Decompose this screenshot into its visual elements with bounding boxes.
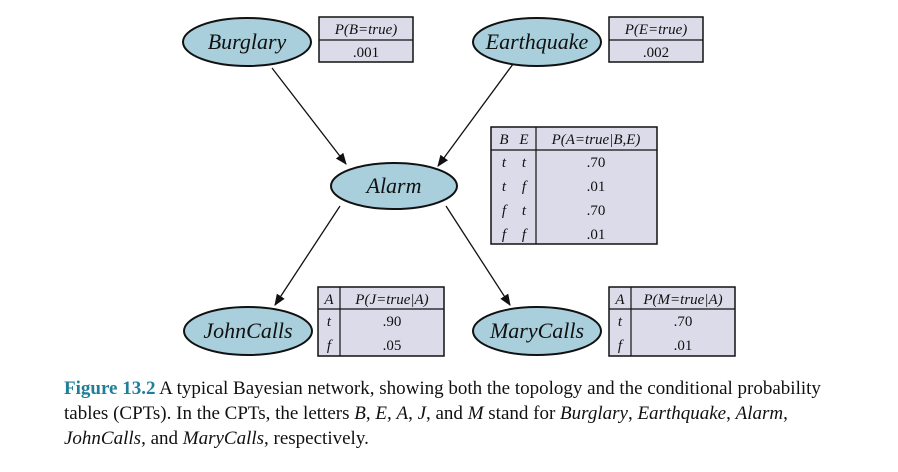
caption-segment: , respectively. [264,428,369,449]
cpt-johncalls-header-prob: P(J=true|A) [354,292,428,308]
caption-text: A typical Bayesian network, showing both… [64,378,821,449]
cpt-marycalls-cell: .01 [674,338,693,354]
cpt-alarm-cell: t [522,155,527,171]
caption-segment: B [354,403,366,424]
cpt-burglary-header: P(B=true) [334,22,398,38]
cpt-alarm-cell: .01 [587,227,606,243]
cpt-earthquake-value: .002 [643,45,669,61]
caption-segment: Alarm [735,403,784,424]
cpt-marycalls-header-a: A [614,292,625,308]
node-burglary-label: Burglary [208,29,287,54]
cpt-alarm-cell: f [502,203,508,219]
cpt-johncalls-cell: .90 [383,314,402,330]
cpt-johncalls: A P(J=true|A) t .90 f .05 [317,286,445,357]
cpt-alarm-cell: t [502,179,507,195]
node-earthquake: Earthquake [472,17,602,67]
caption-segment: J [417,403,426,424]
cpt-marycalls: A P(M=true|A) t .70 f .01 [608,286,736,357]
edge-alarm-marycalls [445,205,511,306]
cpt-johncalls-cell: t [327,314,332,330]
caption-segment: , [627,403,638,424]
node-johncalls: JohnCalls [183,306,313,356]
cpt-alarm-cell: .70 [587,155,606,171]
cpt-marycalls-cell: f [618,338,624,354]
cpt-alarm-header-e: E [518,132,528,148]
cpt-marycalls-cell: .70 [674,314,693,330]
caption-segment: JohnCalls [64,428,142,449]
cpt-earthquake-header: P(E=true) [624,22,688,38]
caption-segment: stand for [483,403,561,424]
figure-label: Figure 13.2 [64,378,156,399]
caption-segment: , [726,403,736,424]
caption-segment: A typical Bayesian network, showing both… [64,378,821,424]
cpt-johncalls-header-a: A [323,292,334,308]
cpt-earthquake: P(E=true) .002 [608,16,704,63]
cpt-johncalls-cell: .05 [383,338,402,354]
node-marycalls: MaryCalls [472,306,602,356]
node-alarm-label: Alarm [365,173,422,198]
cpt-marycalls-header-prob: P(M=true|A) [642,292,722,308]
caption-segment: Burglary [560,403,628,424]
caption-segment: , and [426,403,468,424]
cpt-alarm-cell: f [522,227,528,243]
cpt-alarm-cell: .70 [587,203,606,219]
cpt-alarm-header-b: B [499,132,508,148]
caption-segment: M [467,403,484,424]
cpt-alarm: B E P(A=true|B,E) t t .70 t f .01 f t .7… [490,126,658,245]
caption-segment: , [783,403,788,424]
node-burglary: Burglary [182,17,312,67]
caption-segment: MaryCalls [182,428,265,449]
cpt-alarm-cell: .01 [587,179,606,195]
cpt-alarm-cell: t [522,203,527,219]
cpt-burglary: P(B=true) .001 [318,16,414,63]
cpt-johncalls-cell: f [327,338,333,354]
cpt-marycalls-cell: t [618,314,623,330]
cpt-alarm-cell: f [502,227,508,243]
figure-caption: Figure 13.2 A typical Bayesian network, … [64,376,864,451]
node-marycalls-label: MaryCalls [489,318,584,343]
caption-segment: , [408,403,418,424]
caption-segment: , [365,403,376,424]
edge-earthquake-alarm [437,59,517,167]
edge-alarm-johncalls [274,205,341,306]
cpt-alarm-cell: f [522,179,528,195]
caption-segment: Earthquake [637,403,727,424]
cpt-alarm-header-prob: P(A=true|B,E) [551,132,641,148]
caption-segment: A [396,403,409,424]
caption-segment: E [375,403,387,424]
caption-segment: , [386,403,397,424]
cpt-burglary-value: .001 [353,45,379,61]
node-alarm: Alarm [330,162,458,210]
node-johncalls-label: JohnCalls [203,318,292,343]
edge-burglary-alarm [271,67,347,165]
cpt-alarm-cell: t [502,155,507,171]
node-earthquake-label: Earthquake [485,29,589,54]
caption-segment: , and [141,428,183,449]
bayesian-network-diagram: Burglary Earthquake Alarm JohnCalls Mary… [182,16,736,357]
